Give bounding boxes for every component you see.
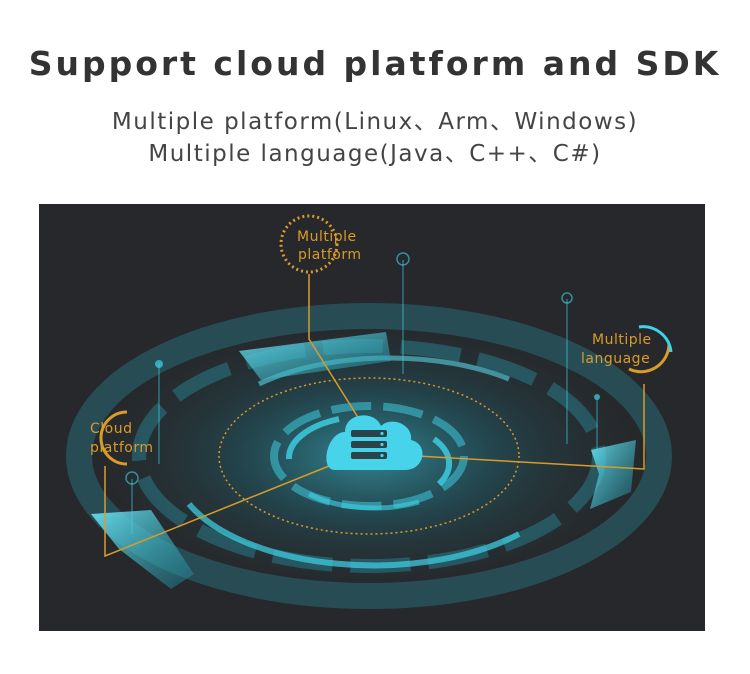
inner-arc-bottom [307, 491, 420, 511]
label-multiple-platform-1: Multiple [297, 229, 357, 245]
illustration-graphic: Multiple platform Multiple language Clou… [66, 214, 673, 609]
gold-ring-outer [218, 377, 520, 535]
pointer-dot [155, 360, 163, 368]
label-multiple-platform-2: platform [298, 247, 362, 263]
connector-platform [308, 274, 360, 420]
inner-arc-right [432, 436, 453, 487]
label-multiple-language-1: Multiple [592, 332, 652, 348]
badge-ring-cloud [99, 410, 128, 466]
pointer-ring [396, 252, 410, 266]
page-title: Support cloud platform and SDK [28, 44, 722, 83]
label-cloud-platform-1: Cloud [90, 421, 133, 437]
panel-left [91, 510, 194, 589]
inner-arc-left [285, 416, 340, 460]
subtitle-platforms: Multiple platform(Linux、Arm、Windows) [111, 109, 639, 135]
cloud-sdk-illustration: Multiple platform Multiple language Clou… [39, 204, 705, 631]
cloud-server-icon [326, 415, 423, 470]
pointer-dot [594, 394, 600, 400]
badge-ring-platform [279, 214, 339, 274]
panel-top [239, 332, 391, 380]
subtitle-languages: Multiple language(Java、C++、C#) [148, 141, 602, 167]
badge-ring-language [628, 343, 671, 374]
connector-language [416, 384, 645, 470]
panel-right [590, 440, 636, 509]
pointer-ring [125, 471, 139, 485]
connector-cloud [104, 465, 330, 558]
outer-ring [66, 303, 672, 609]
pointer-ring [561, 292, 573, 304]
badge-ring-language-top [638, 325, 673, 353]
outer-arc-bottom [186, 502, 521, 569]
label-multiple-language-2: language [581, 351, 650, 367]
label-cloud-platform-2: platform [90, 440, 154, 456]
